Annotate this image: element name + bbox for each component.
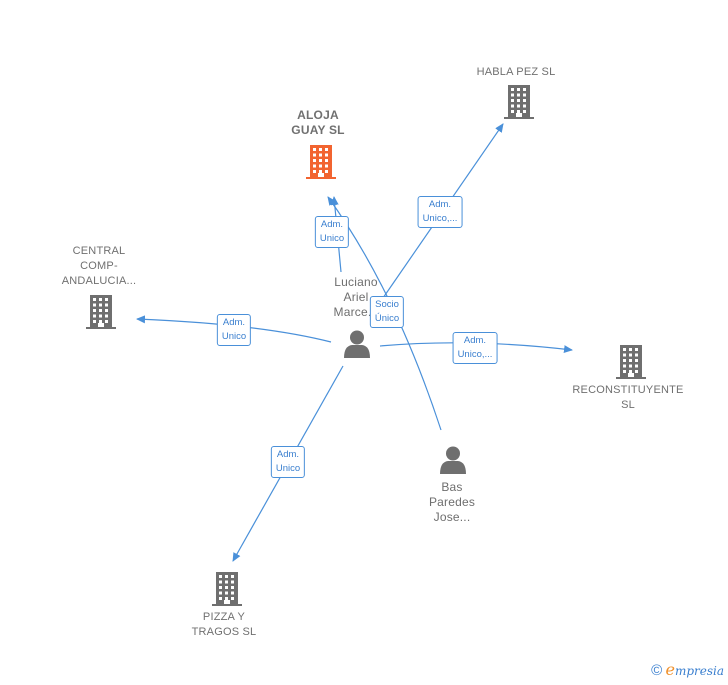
company-label-recons[interactable]: RECONSTITUYENTE SL: [572, 384, 684, 411]
edge-label-pizza-adm[interactable]: Adm. Unico: [270, 446, 306, 478]
company-label-aloja[interactable]: ALOJA GUAY SL: [291, 108, 345, 137]
building-icon[interactable]: [306, 145, 336, 179]
footer-brand[interactable]: © empresia: [651, 660, 724, 679]
person-icon[interactable]: [440, 446, 466, 475]
edge-label-central-adm[interactable]: Adm. Unico: [216, 314, 252, 346]
company-label-pizza[interactable]: PIZZA Y TRAGOS SL: [191, 611, 257, 638]
edge-label-habla-adm[interactable]: Adm. Unico,...: [417, 196, 463, 228]
building-icon[interactable]: [616, 345, 646, 379]
central-building: [86, 295, 116, 329]
edge-label-recons-adm[interactable]: Adm. Unico,...: [452, 332, 498, 364]
nodes: [86, 85, 646, 606]
recons-building: [616, 345, 646, 379]
person-label-bas[interactable]: Bas Paredes Jose...: [428, 480, 476, 524]
copyright-icon: ©: [651, 662, 663, 679]
edge-label-aloja-socio[interactable]: Socio Único: [369, 296, 405, 328]
habla-building: [504, 85, 534, 119]
edge-label-aloja-adm[interactable]: Adm. Unico: [314, 216, 350, 248]
aloja-building: [306, 145, 336, 179]
company-label-central[interactable]: CENTRAL COMP- ANDALUCIA...: [61, 245, 137, 287]
brand-letter: e: [665, 660, 675, 679]
brand-name: mpresia: [674, 664, 724, 678]
building-icon[interactable]: [212, 572, 242, 606]
company-label-habla[interactable]: HABLA PEZ SL: [476, 66, 556, 78]
building-icon[interactable]: [86, 295, 116, 329]
person-label-luciano[interactable]: Luciano Ariel Marce...: [333, 275, 379, 319]
person-icon[interactable]: [344, 330, 370, 359]
building-icon[interactable]: [504, 85, 534, 119]
pizza-building: [212, 572, 242, 606]
